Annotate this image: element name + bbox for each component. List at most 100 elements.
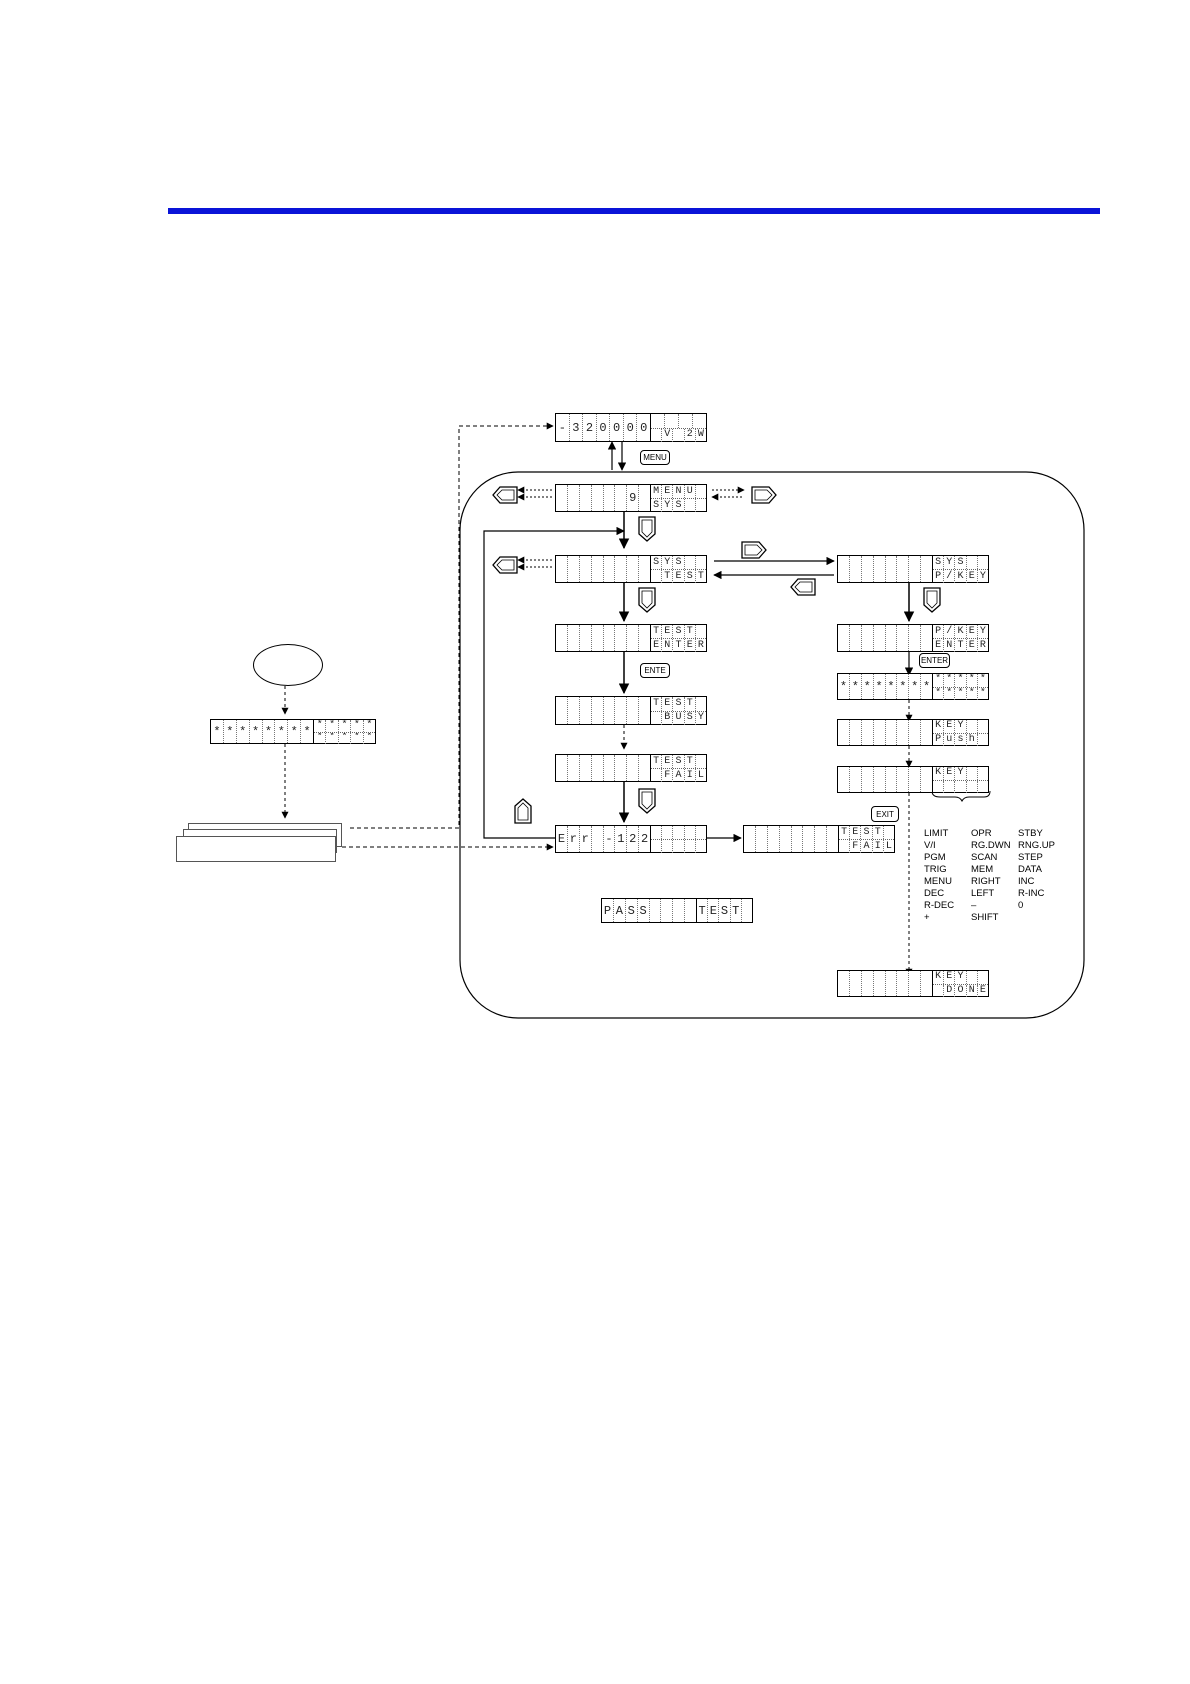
lcd-char — [694, 556, 706, 569]
lcd-char — [976, 733, 988, 746]
lcd-char — [661, 840, 672, 853]
lcd-char — [672, 826, 683, 839]
lcd-char: N — [965, 984, 977, 997]
lcd-char — [651, 570, 661, 583]
lcd-char: / — [943, 625, 954, 638]
lcd-char: L — [882, 840, 894, 853]
lcd-char: S — [672, 625, 683, 638]
key-list-item: R-INC — [1018, 888, 1045, 899]
lcd-char — [976, 780, 988, 793]
key-list-item: V/I — [924, 840, 936, 851]
header-rule — [168, 208, 1100, 214]
lcd-char — [651, 840, 661, 853]
lcd-char: * — [325, 720, 337, 732]
lcd-digit — [590, 485, 603, 511]
lcd-char — [965, 767, 977, 780]
lcd-digit — [920, 625, 932, 651]
lcd-digit — [754, 826, 767, 852]
lcd-digit — [802, 826, 814, 852]
lcd-digit — [838, 625, 849, 651]
lcd-char: h — [965, 733, 977, 746]
down-key-icon — [923, 587, 941, 613]
lcd-digit — [638, 556, 650, 582]
lcd-char: T — [653, 625, 660, 637]
lcd-char: S — [653, 556, 660, 568]
lcd-digit — [872, 625, 885, 651]
lcd-char: E — [707, 899, 718, 922]
lcd-digit — [884, 767, 897, 792]
lcd-digit — [578, 755, 591, 781]
left-key-icon — [790, 578, 816, 596]
lcd-char: T — [683, 625, 695, 638]
menu-key-button[interactable]: MENU — [640, 450, 670, 465]
down-key-icon — [638, 587, 656, 613]
lcd-char — [678, 414, 692, 428]
lcd-digit — [838, 971, 849, 996]
lcd-main-segment — [838, 971, 932, 996]
lcd-digit — [566, 755, 579, 781]
lcd-char: u — [943, 733, 954, 746]
lcd-char — [651, 769, 661, 782]
lcd-sub-segment: ********** — [932, 674, 988, 700]
lcd-char: L — [694, 769, 706, 782]
lcd-char: S — [672, 697, 683, 711]
lcd-char: * — [316, 732, 323, 744]
lcd-char — [976, 720, 988, 733]
lcd-digit — [614, 697, 626, 724]
exit-key-button[interactable]: EXIT — [871, 806, 899, 822]
lcd-main-segment — [556, 697, 650, 724]
lcd-digit — [848, 556, 861, 582]
lcd-digit — [848, 625, 861, 651]
lcd-all-segments-right: ****************** — [837, 673, 989, 700]
lcd-char — [694, 625, 706, 638]
lcd-char — [694, 755, 706, 768]
lcd-digit: * — [839, 679, 848, 694]
lcd-digit — [848, 971, 861, 996]
lcd-char — [683, 826, 695, 839]
lcd-digit — [648, 899, 661, 922]
lcd-char — [683, 499, 695, 512]
lcd-char: N — [943, 639, 954, 652]
lcd-digit: * — [908, 674, 920, 699]
key-list-item: MEM — [971, 864, 994, 875]
lcd-digit: * — [287, 720, 300, 743]
lcd-digit — [872, 720, 885, 745]
enter-key-button[interactable]: ENTE — [640, 663, 670, 678]
lcd-digit: r — [566, 826, 579, 852]
enter-key-button-right[interactable]: ENTER — [919, 653, 950, 668]
lcd-digit — [920, 767, 932, 792]
lcd-digit — [826, 826, 838, 852]
lcd-char: S — [954, 556, 965, 569]
lcd-char: R — [976, 639, 988, 652]
lcd-main-segment — [556, 625, 650, 651]
lcd-digit: 0 — [595, 414, 610, 441]
lcd-char — [694, 826, 706, 839]
lcd-digit: 0 — [622, 414, 637, 441]
lcd-digit: * — [848, 674, 861, 699]
lcd-digit — [566, 485, 579, 511]
lcd-digit: * — [896, 674, 908, 699]
lcd-digit — [908, 625, 920, 651]
lcd-main-segment — [556, 755, 650, 781]
lcd-digit — [684, 899, 696, 922]
lcd-char — [672, 428, 683, 442]
lcd-digit — [590, 755, 603, 781]
key-list-item: + — [924, 912, 930, 923]
lcd-main-segment — [744, 826, 838, 852]
lcd-char: E — [683, 639, 695, 652]
lcd-char: S — [672, 499, 683, 512]
lcd-char: * — [316, 720, 323, 731]
lcd-digit: * — [248, 720, 262, 743]
lcd-digit — [566, 625, 579, 651]
lcd-char — [954, 780, 965, 793]
lcd-char: * — [954, 687, 965, 700]
lcd-digit: * — [860, 674, 873, 699]
lcd-digit — [602, 755, 615, 781]
lcd-char: * — [935, 674, 942, 686]
